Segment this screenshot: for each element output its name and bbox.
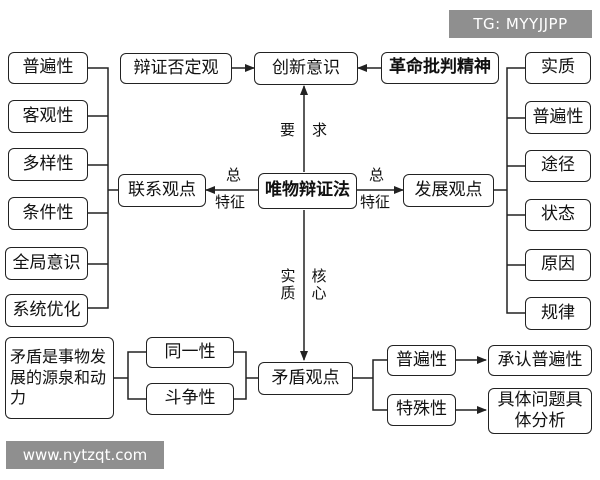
dialectical-negation-box: 辩证否定观 — [120, 53, 232, 84]
development-item-3: 途径 — [525, 150, 591, 182]
connection-bracket — [88, 67, 109, 309]
universality-box: 普遍性 — [387, 345, 456, 376]
contradiction-view-box: 矛盾观点 — [258, 362, 353, 395]
particularity-box: 特殊性 — [387, 394, 456, 426]
label-zong-left: 总 — [226, 166, 242, 184]
development-item-4: 状态 — [525, 199, 591, 231]
connection-item-4: 条件性 — [8, 197, 88, 230]
connection-item-2: 客观性 — [8, 100, 88, 133]
identity-box: 同一性 — [146, 337, 234, 368]
development-item-5: 原因 — [525, 249, 591, 281]
label-tezheng-right: 特征 — [360, 193, 391, 211]
connection-item-6: 系统优化 — [5, 294, 88, 327]
label-core: 核心 — [311, 267, 327, 303]
watermark-top: TG: MYYJJPP — [449, 10, 592, 38]
connection-item-1: 普遍性 — [8, 52, 88, 84]
development-bracket — [506, 67, 525, 314]
connection-item-3: 多样性 — [8, 148, 88, 181]
development-view-box: 发展观点 — [403, 174, 494, 207]
struggle-box: 斗争性 — [146, 383, 234, 415]
recognize-universality-box: 承认普遍性 — [488, 345, 592, 376]
contradiction-source-text: 矛盾是事物发展的源泉和动力 — [10, 346, 107, 408]
development-item-6: 规律 — [525, 297, 591, 330]
label-tezheng-left: 特征 — [215, 193, 246, 211]
label-require-2: 求 — [312, 121, 328, 139]
connection-item-5: 全局意识 — [5, 247, 88, 280]
development-item-2: 普遍性 — [525, 101, 591, 134]
concrete-analysis-box: 具体问题具体分析 — [488, 388, 592, 434]
label-require-1: 要 — [280, 121, 296, 139]
materialist-dialectics-box: 唯物辩证法 — [258, 173, 357, 209]
label-essence: 实质 — [280, 267, 296, 303]
label-zong-right: 总 — [369, 166, 385, 184]
contradiction-source-box: 矛盾是事物发展的源泉和动力 — [5, 337, 114, 419]
watermark-bottom: www.nytzqt.com — [6, 441, 164, 469]
connection-view-box: 联系观点 — [118, 174, 206, 207]
innovation-box: 创新意识 — [254, 52, 358, 85]
development-item-1: 实质 — [525, 52, 591, 84]
revolutionary-critique-box: 革命批判精神 — [381, 52, 499, 84]
